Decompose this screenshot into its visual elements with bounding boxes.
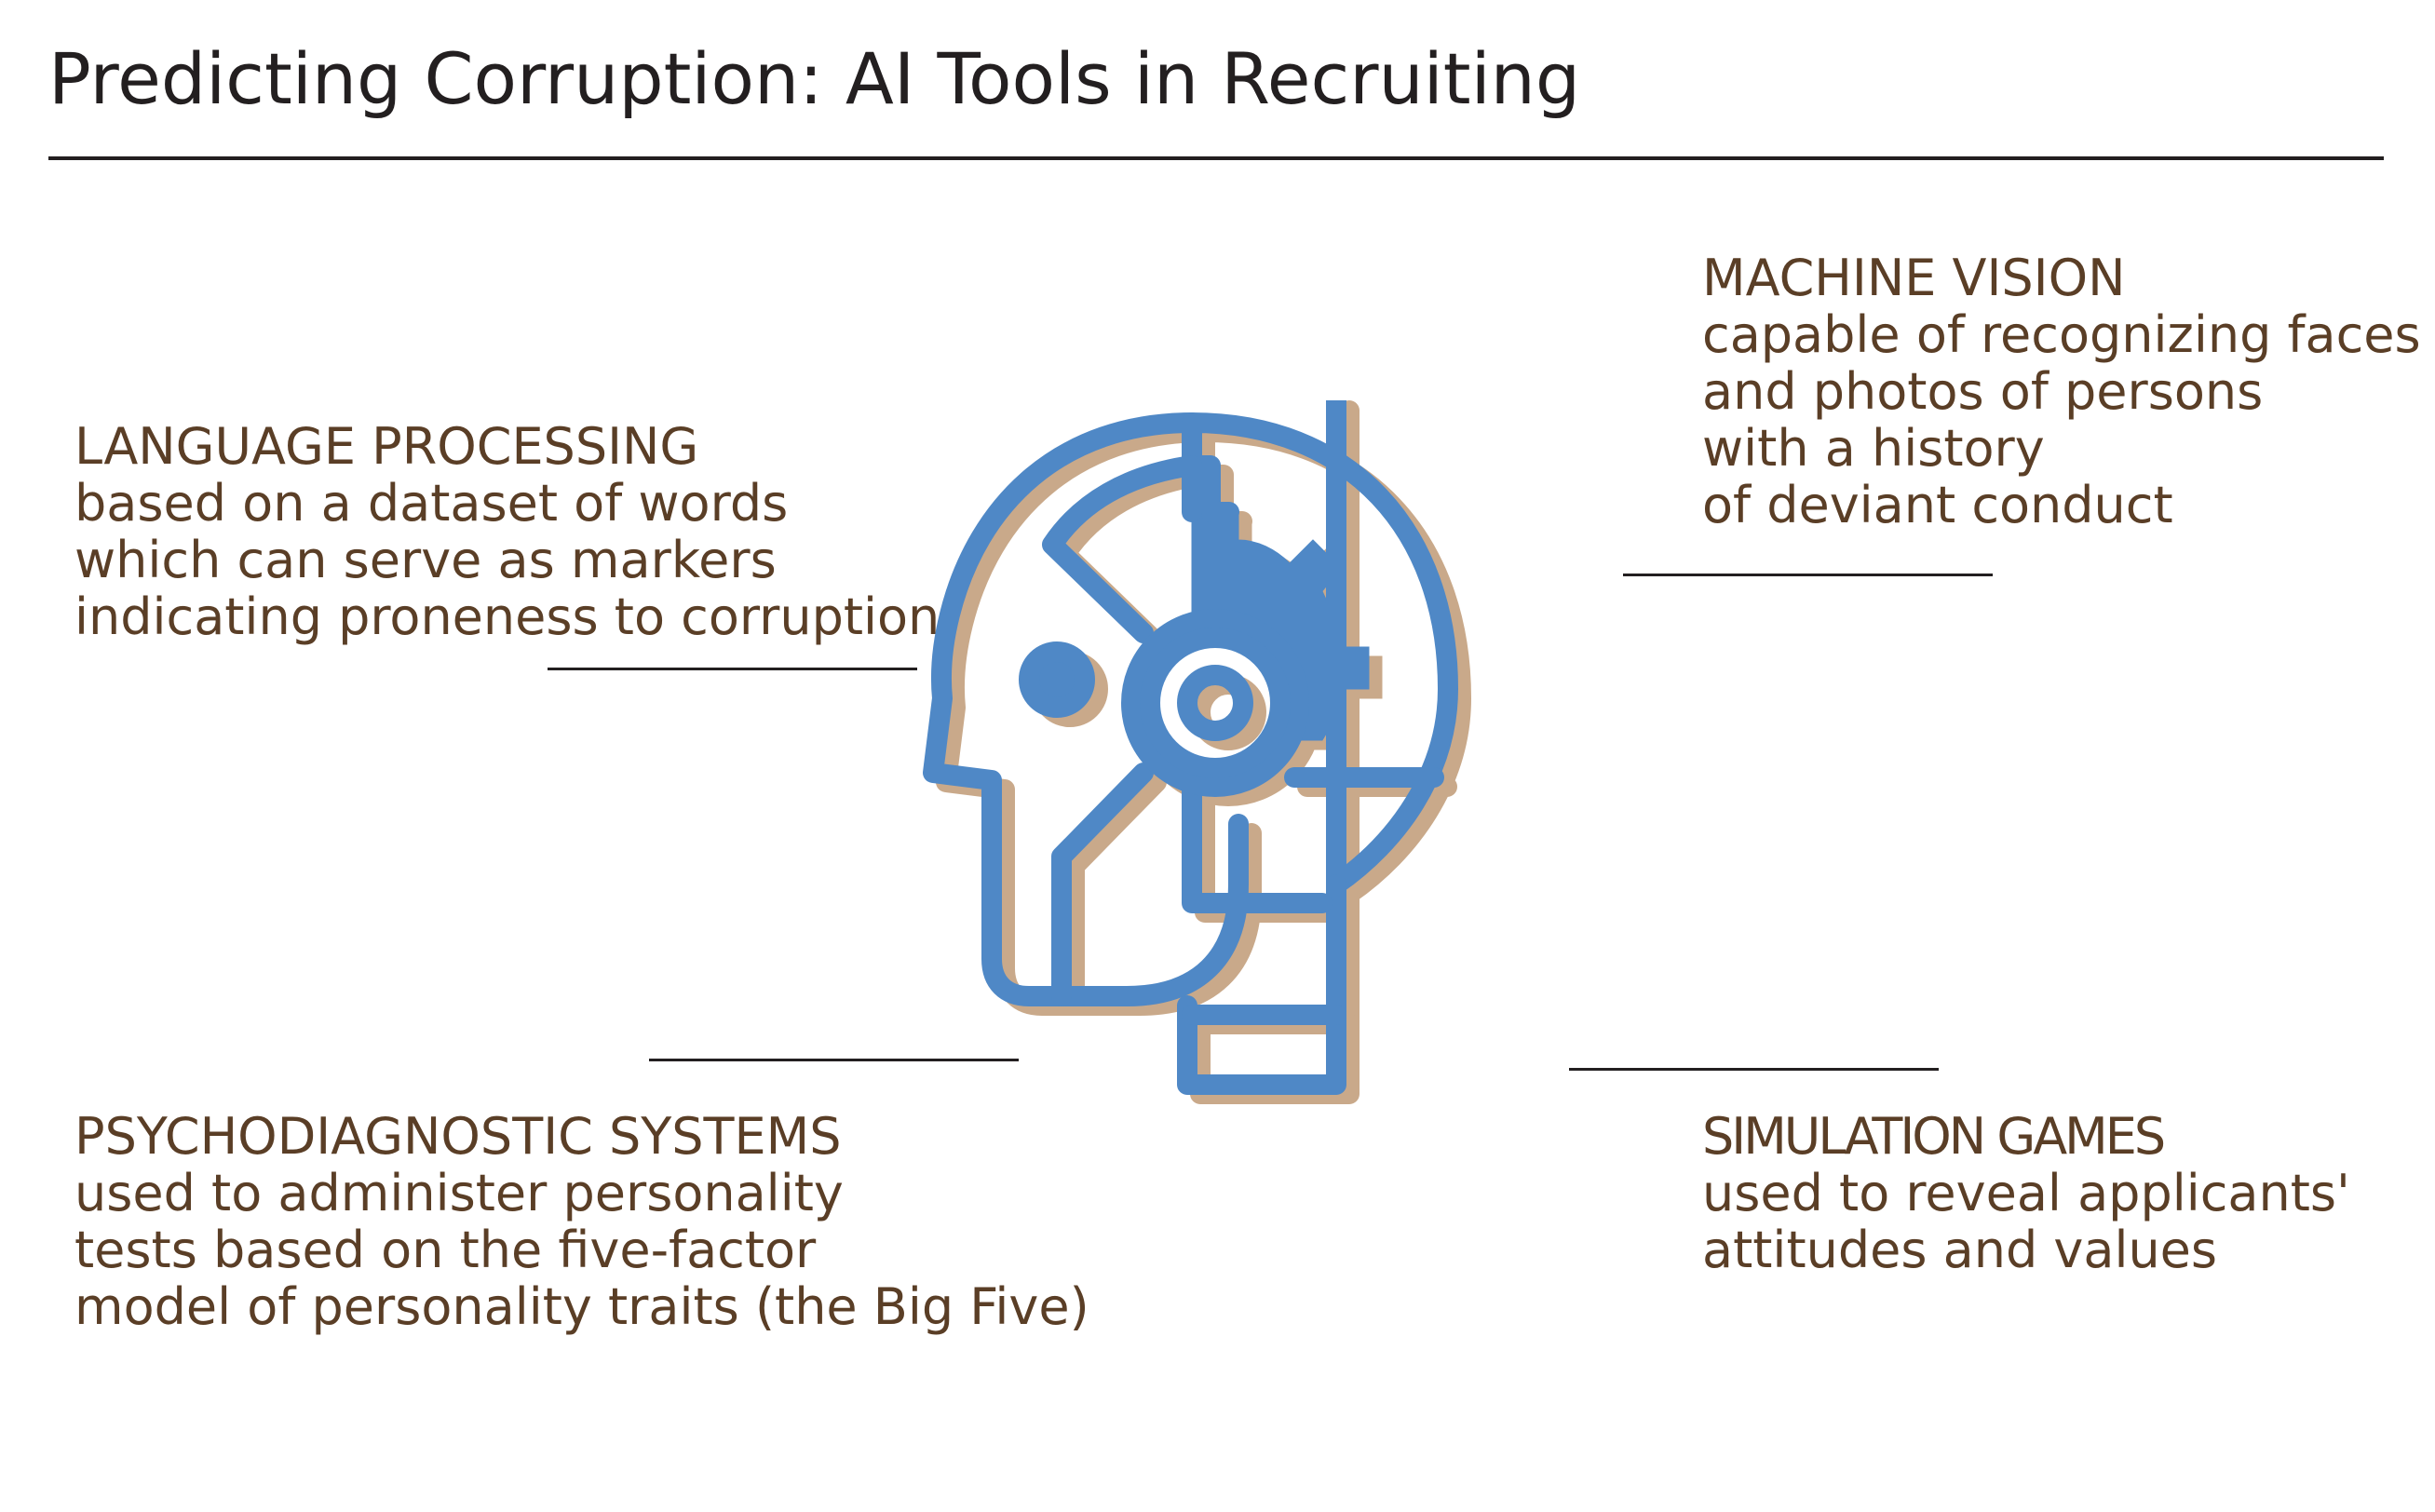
- simulation-games-line-1: used to reveal applicants': [1702, 1164, 2350, 1222]
- page-title: Predicting Corruption: AI Tools in Recru…: [48, 37, 1581, 120]
- machine-vision-heading: MACHINE VISION: [1702, 249, 2126, 307]
- psychodiagnostic-heading: PSYCHODIAGNOSTIC SYSTEMS: [74, 1107, 842, 1166]
- machine-vision-connector: [1623, 574, 1993, 576]
- simulation-games-heading: SIMULATION GAMES: [1702, 1107, 2166, 1166]
- simulation-games-line-2: attitudes and values: [1702, 1221, 2218, 1279]
- psychodiagnostic-block: PSYCHODIAGNOSTIC SYSTEMS used to adminis…: [74, 1108, 1089, 1335]
- language-processing-line-3: indicating proneness to corruption: [74, 587, 940, 646]
- machine-vision-line-2: and photos of persons: [1702, 362, 2264, 421]
- language-processing-connector: [548, 668, 917, 670]
- simulation-games-block: SIMULATION GAMES used to reveal applican…: [1702, 1108, 2350, 1278]
- language-processing-heading: LANGUAGE PROCESSING: [74, 417, 699, 476]
- psychodiagnostic-line-2: tests based on the five-factor: [74, 1221, 817, 1279]
- language-processing-block: LANGUAGE PROCESSING based on a dataset o…: [74, 418, 940, 645]
- psychodiagnostic-line-1: used to administer personality: [74, 1164, 844, 1222]
- title-divider: [48, 156, 2384, 160]
- psychodiagnostic-connector: [649, 1059, 1019, 1061]
- machine-vision-line-4: of deviant conduct: [1702, 476, 2173, 534]
- machine-vision-line-3: with a history: [1702, 419, 2045, 478]
- simulation-games-connector: [1569, 1068, 1939, 1071]
- psychodiagnostic-line-3: model of personality traits (the Big Fiv…: [74, 1277, 1089, 1336]
- machine-vision-block: MACHINE VISION capable of recognizing fa…: [1702, 250, 2421, 533]
- robot-head-with-gear-icon: [913, 400, 1620, 1117]
- language-processing-line-2: which can serve as markers: [74, 531, 777, 589]
- machine-vision-line-1: capable of recognizing faces: [1702, 305, 2421, 364]
- language-processing-line-1: based on a dataset of words: [74, 474, 789, 533]
